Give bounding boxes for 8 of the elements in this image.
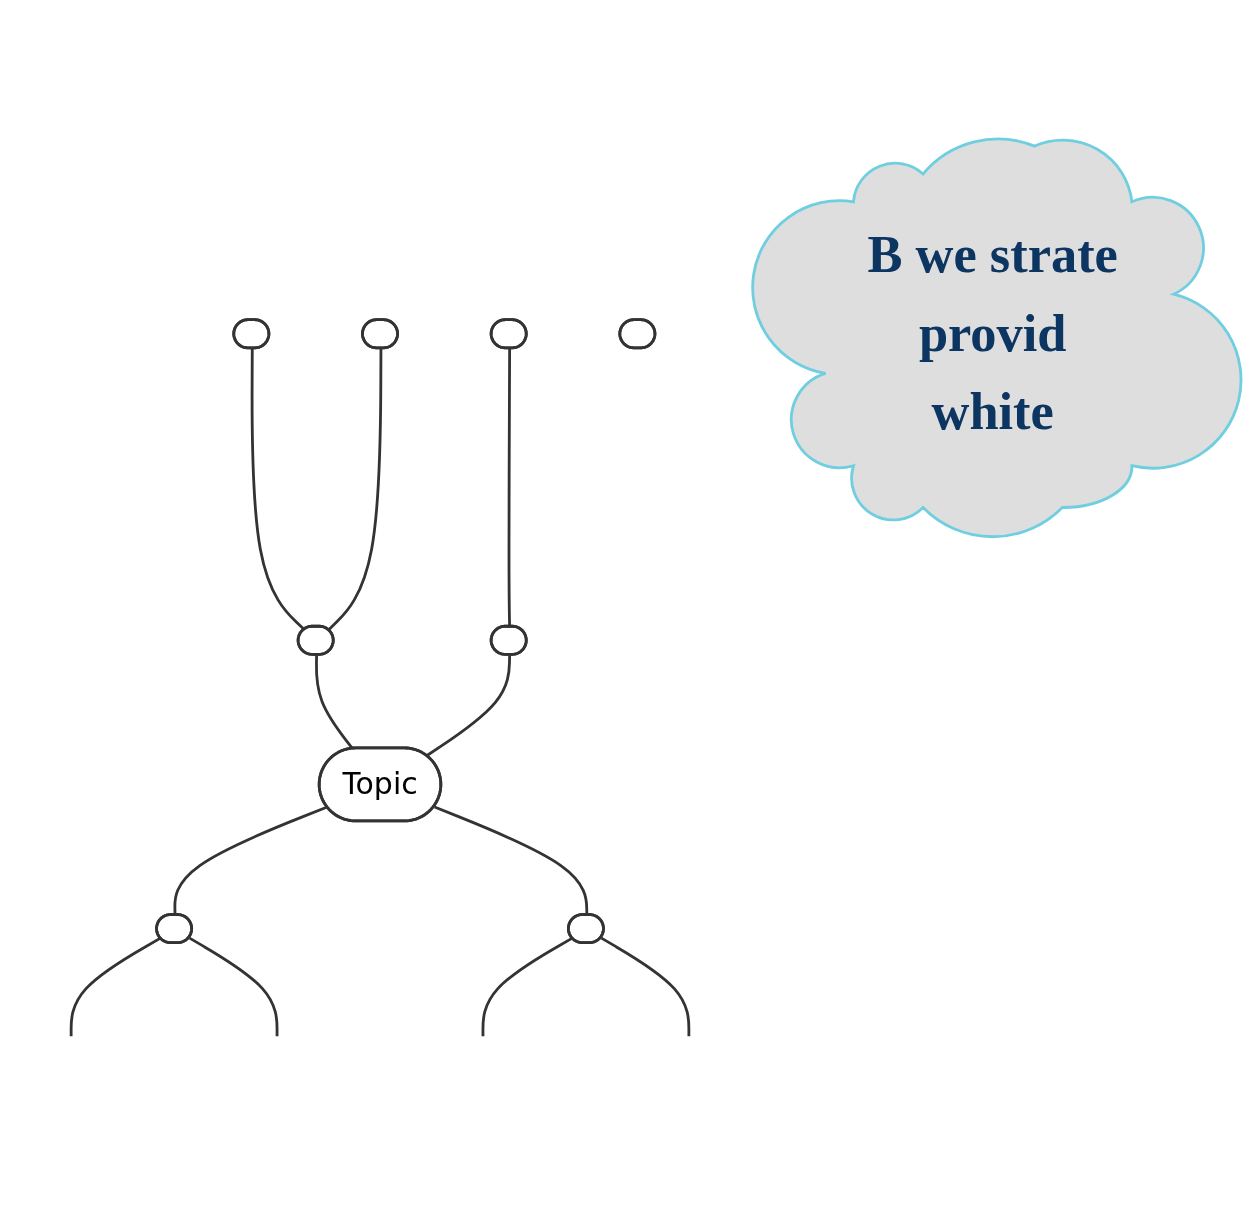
connector	[425, 655, 512, 758]
connector	[481, 937, 573, 1037]
connector	[69, 937, 162, 1037]
connector	[188, 937, 279, 1037]
connector	[250, 349, 306, 632]
connector	[327, 349, 383, 632]
bubble-map-diagram: Topic B we strate provid white	[0, 124, 1256, 1108]
connector	[600, 937, 691, 1037]
